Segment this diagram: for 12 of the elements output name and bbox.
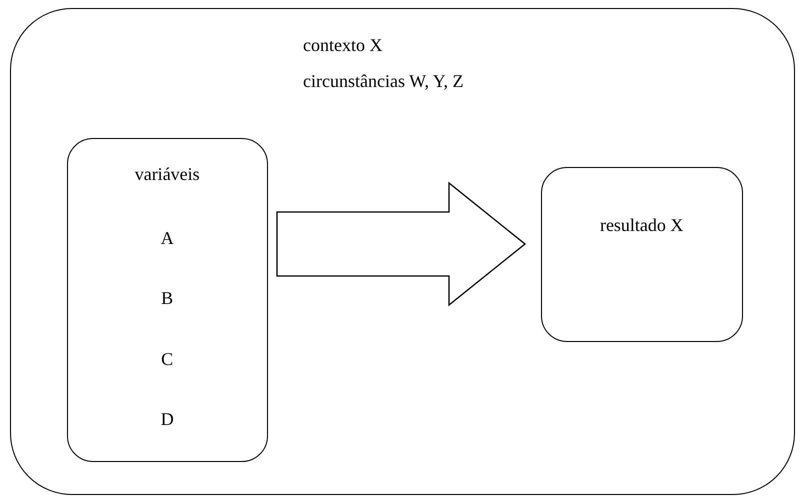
rounded-box	[10, 8, 795, 495]
node-text: resultado X	[600, 214, 684, 235]
node-text: variáveis	[134, 164, 200, 184]
rounded-box	[66, 138, 268, 462]
rounded-box	[540, 166, 743, 342]
node-text: D	[160, 408, 174, 429]
node-text: C	[161, 348, 174, 369]
node-text: B	[161, 288, 174, 308]
node-text: A	[160, 228, 174, 248]
node-text: circunstâncias W, Y, Z	[303, 71, 464, 91]
block-arrow	[276, 182, 526, 306]
node-text: contexto X	[303, 35, 382, 55]
